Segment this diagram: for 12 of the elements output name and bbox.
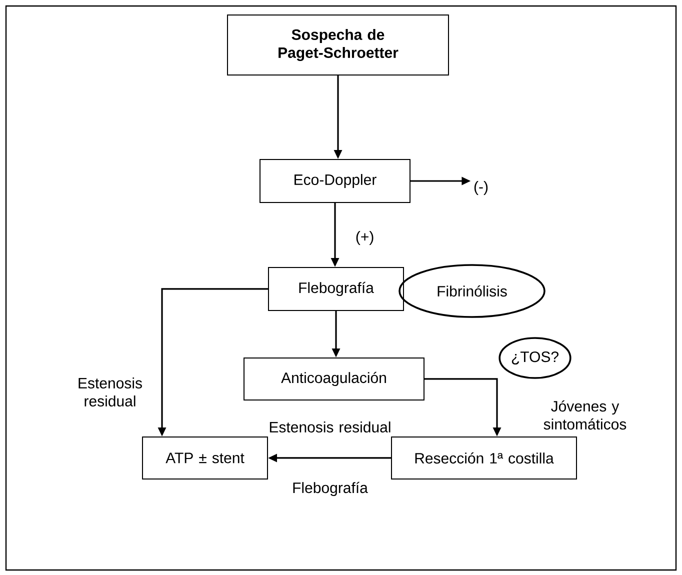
edge-label: Estenosis residual [78, 377, 142, 406]
process-box: Sospecha de Paget-Schroetter [227, 14, 449, 76]
process-box: Anticoagulación [244, 357, 424, 400]
edge-label: (+) [356, 231, 374, 245]
edge-label: Jóvenes y sintomáticos [544, 400, 626, 430]
process-box: Resección 1ª costilla [391, 436, 577, 480]
process-box: Eco-Doppler [260, 159, 410, 203]
process-box: ATP ± stent [142, 436, 268, 480]
edge-label: Estenosis residual [270, 421, 390, 432]
process-box: Flebografía [268, 267, 404, 311]
outcome-text: (-) [474, 181, 488, 195]
note-text: Flebografía [293, 482, 368, 496]
